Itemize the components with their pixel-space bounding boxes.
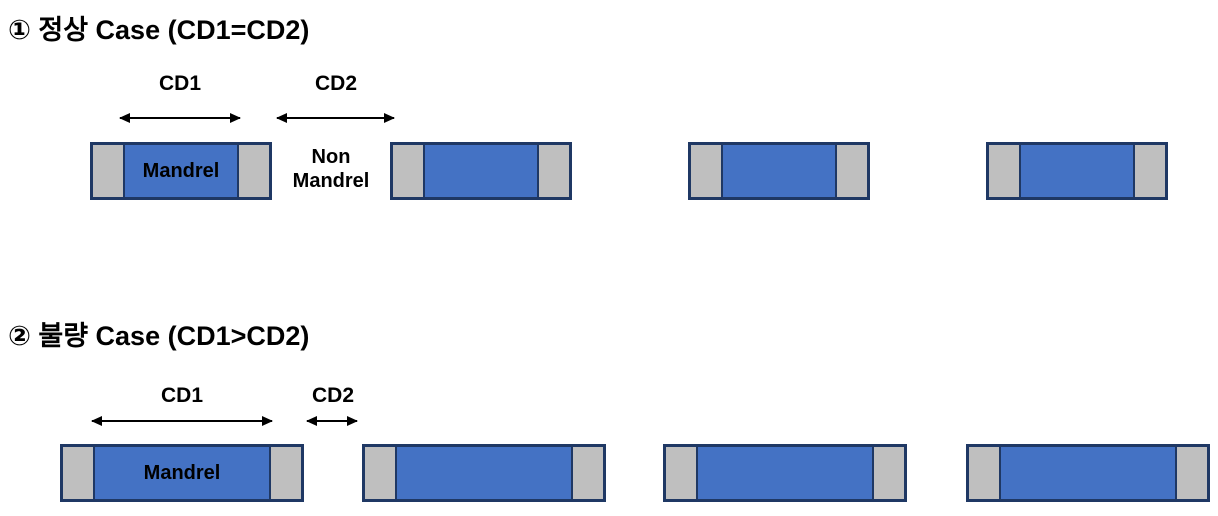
section1-mandrel-block-2: [390, 142, 572, 200]
mandrel-core: [395, 447, 573, 499]
section2-mandrel-block-2: [362, 444, 606, 502]
section1-cd1-dimension-arrow: [119, 113, 241, 123]
section2-cd1-dimension-arrow: [91, 416, 273, 426]
section2-title: ② 불량 Case (CD1>CD2): [8, 321, 310, 351]
non-mandrel-line2: Mandrel: [292, 170, 370, 192]
section2-cd2-label: CD2: [311, 384, 354, 407]
spacer-left: [969, 447, 999, 499]
section1-title: ① 정상 Case (CD1=CD2): [8, 15, 310, 45]
section2-mandrel-block-4: [966, 444, 1210, 502]
mandrel-core: [1019, 145, 1135, 197]
mandrel-core: [423, 145, 539, 197]
spacer-left: [63, 447, 93, 499]
mandrel-label: Mandrel: [143, 461, 221, 484]
section2-cd2-dimension-arrow: [306, 416, 358, 426]
mandrel-core: Mandrel: [123, 145, 239, 197]
section1-cd2-label: CD2: [314, 72, 357, 95]
section1-mandrel-block-4: [986, 142, 1168, 200]
spacer-left: [989, 145, 1019, 197]
spacer-right: [1135, 145, 1165, 197]
spacer-right: [539, 145, 569, 197]
spacer-left: [393, 145, 423, 197]
spacer-right: [837, 145, 867, 197]
section2-cd1-label: CD1: [160, 384, 203, 407]
section1-mandrel-block-1: Mandrel: [90, 142, 272, 200]
spacer-right: [874, 447, 904, 499]
spacer-left: [666, 447, 696, 499]
spacer-left: [691, 145, 721, 197]
section1-cd1-label: CD1: [158, 72, 201, 95]
section2-mandrel-block-1: Mandrel: [60, 444, 304, 502]
spacer-left: [93, 145, 123, 197]
spacer-right: [1177, 447, 1207, 499]
spacer-right: [573, 447, 603, 499]
mandrel-core: [721, 145, 837, 197]
non-mandrel-label: Non Mandrel: [272, 145, 390, 193]
mandrel-core: [696, 447, 874, 499]
mandrel-core: Mandrel: [93, 447, 271, 499]
spacer-right: [239, 145, 269, 197]
section1-mandrel-block-3: [688, 142, 870, 200]
mandrel-label: Mandrel: [142, 159, 220, 182]
section2-mandrel-block-3: [663, 444, 907, 502]
spacer-right: [271, 447, 301, 499]
spacer-left: [365, 447, 395, 499]
section1-cd2-dimension-arrow: [276, 113, 395, 123]
non-mandrel-line1: Non: [311, 146, 351, 168]
mandrel-core: [999, 447, 1177, 499]
